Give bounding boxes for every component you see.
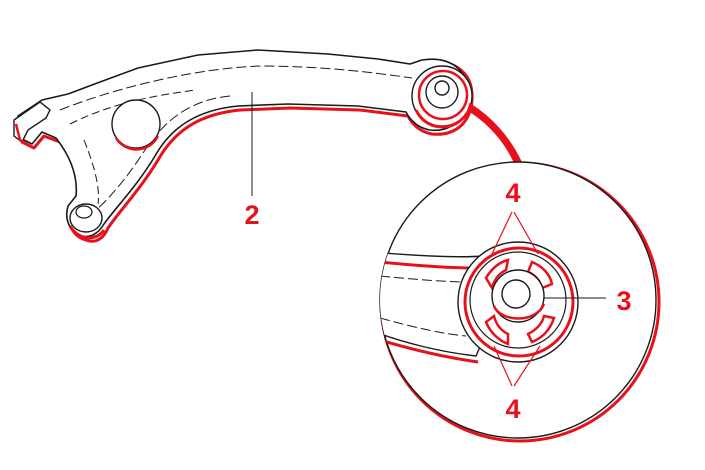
- detail-inner-shadow: [492, 303, 546, 320]
- arm-lower-eye-bore: [75, 205, 93, 219]
- callout-2-label: 2: [244, 200, 259, 230]
- arm-web-hole-shadow: [114, 135, 160, 151]
- detail-slot-upper-left: [484, 258, 510, 292]
- control-arm: [13, 49, 474, 243]
- detail-housing-red: [463, 246, 575, 358]
- callout-4-bottom-label: 4: [505, 394, 520, 424]
- arm-lower-eye-shadow: [68, 225, 106, 240]
- detail-view: [379, 161, 661, 443]
- arm-rib-upper: [59, 65, 413, 111]
- arm-bushing-bore: [434, 80, 450, 96]
- arm-fork-left: [13, 101, 51, 144]
- callout-4-bottom-leader-right: [513, 345, 541, 387]
- arm-bushing-housing-red: [417, 69, 469, 121]
- callout-4-top-leader-left: [491, 211, 513, 255]
- detail-arm-rib: [380, 275, 471, 337]
- detail-inner-bore: [501, 279, 531, 309]
- callout-4-top-leader-right: [513, 211, 539, 255]
- detail-slot-lower-left: [484, 313, 510, 346]
- arm-bushing-shadow: [414, 107, 472, 129]
- callout-4-bottom-leader-left: [493, 345, 513, 387]
- arm-rib-lower: [93, 95, 231, 213]
- callout-3-label: 3: [616, 286, 631, 316]
- arm-web-hole: [111, 99, 161, 149]
- callout-4-top-label: 4: [505, 178, 520, 208]
- arm-fork-left-shadow: [14, 123, 31, 148]
- detail-slot-lower-right: [526, 314, 556, 344]
- detail-leader: [467, 102, 524, 167]
